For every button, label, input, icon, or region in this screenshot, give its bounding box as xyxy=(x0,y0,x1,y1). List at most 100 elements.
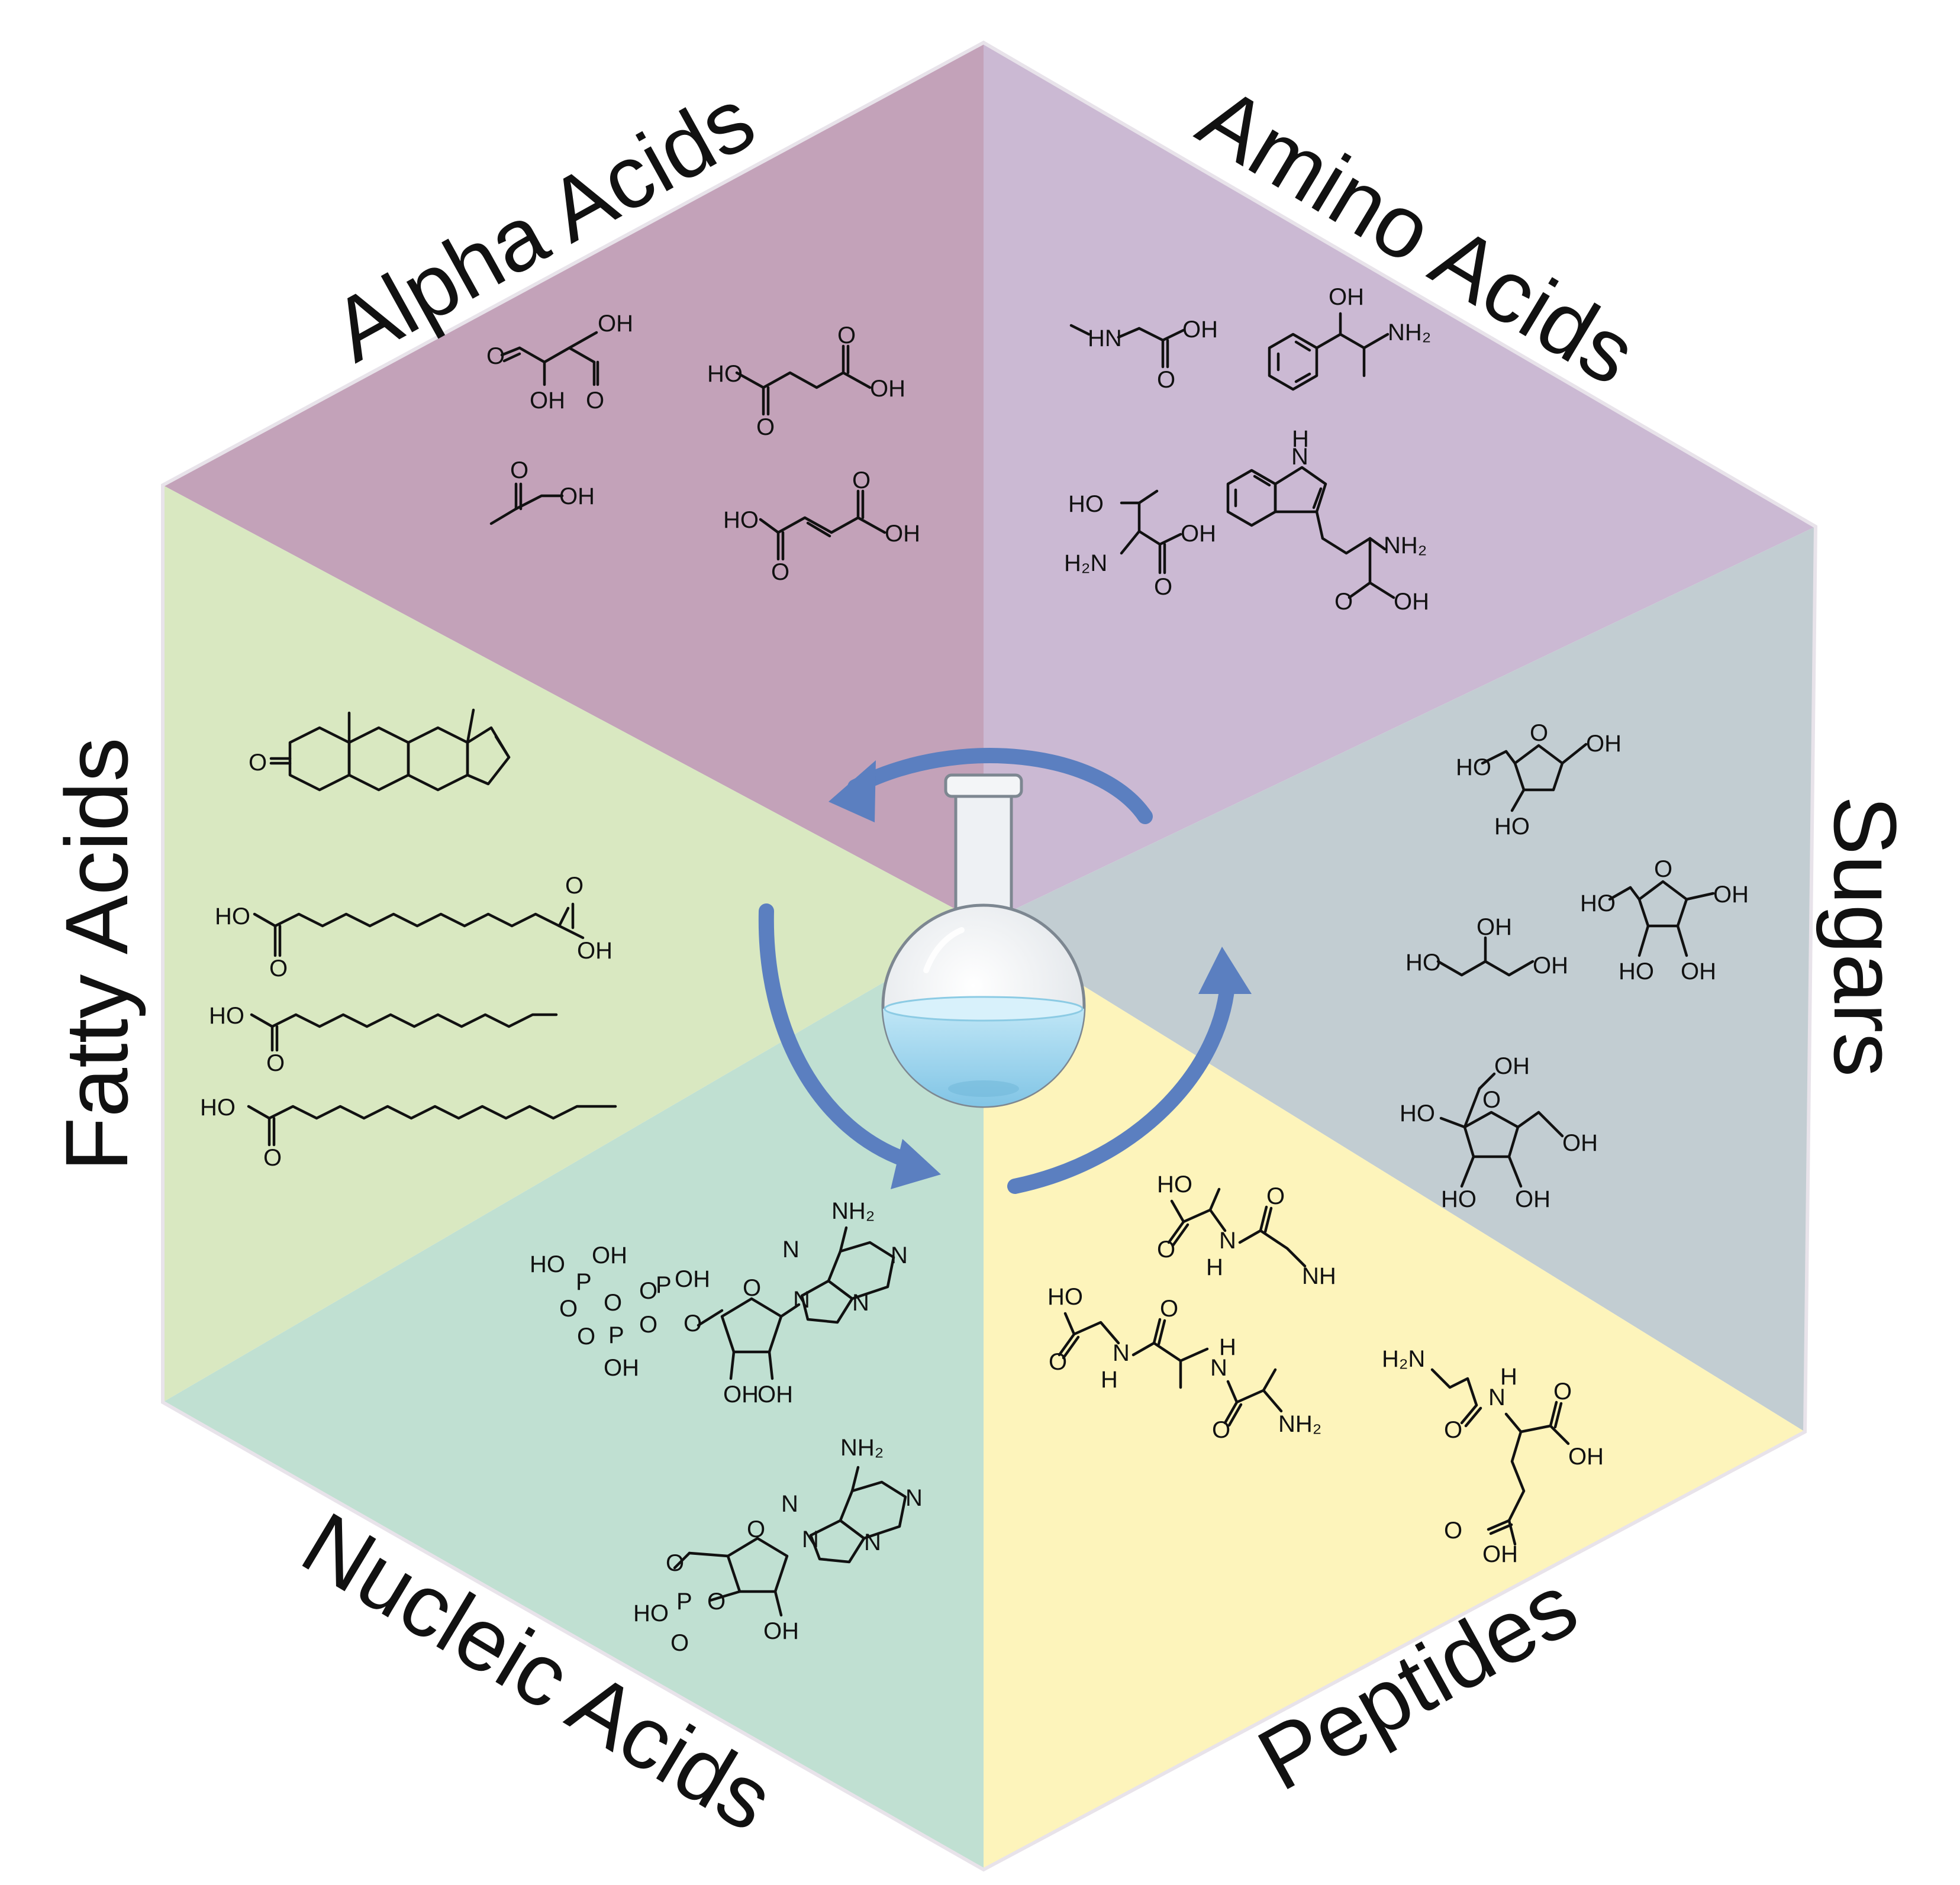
structure-atp-like: HO OH P O O P O OH P O O OH O O OH OH N … xyxy=(530,1198,908,1408)
svg-text:O: O xyxy=(510,457,528,483)
structure-sarcosine: HN O OH xyxy=(1069,317,1218,393)
svg-text:HO: HO xyxy=(1405,950,1441,976)
structure-malonic-acid: O OH O OH xyxy=(486,311,633,414)
svg-text:HO: HO xyxy=(723,507,759,533)
svg-text:O: O xyxy=(1334,589,1353,615)
svg-text:OH: OH xyxy=(1562,1130,1598,1156)
svg-text:HO: HO xyxy=(530,1251,565,1277)
svg-text:OH: OH xyxy=(763,1618,799,1644)
svg-text:NH₂: NH₂ xyxy=(831,1198,875,1224)
structure-succinic-acid: HO O O OH xyxy=(707,322,905,440)
svg-text:OH: OH xyxy=(1681,958,1716,985)
svg-text:NH₂: NH₂ xyxy=(1278,1411,1321,1437)
svg-text:O: O xyxy=(559,1296,578,1322)
svg-text:OH: OH xyxy=(577,938,612,964)
svg-text:O: O xyxy=(747,1516,765,1542)
svg-text:HO: HO xyxy=(1441,1186,1477,1212)
svg-text:N: N xyxy=(1219,1228,1236,1254)
structure-glycerol: HO OH OH xyxy=(1405,914,1568,979)
sector-sugars xyxy=(984,527,1816,1432)
svg-text:NH: NH xyxy=(1302,1263,1336,1289)
svg-text:O: O xyxy=(269,956,288,982)
svg-text:P: P xyxy=(608,1322,624,1348)
svg-text:OH: OH xyxy=(675,1266,710,1292)
svg-text:O: O xyxy=(1530,720,1548,746)
svg-text:O: O xyxy=(1049,1349,1067,1375)
svg-text:OH: OH xyxy=(1494,1053,1530,1079)
svg-text:OH: OH xyxy=(1586,731,1621,757)
svg-text:H: H xyxy=(1500,1364,1517,1390)
structure-gly-glu: H₂N O N H O OH O OH xyxy=(1382,1346,1604,1567)
svg-text:HO: HO xyxy=(1068,491,1104,517)
svg-text:OH: OH xyxy=(870,376,905,402)
svg-text:O: O xyxy=(586,388,604,414)
structure-fructose: O OH HO OH HO OH xyxy=(1400,1053,1598,1212)
svg-text:OH: OH xyxy=(1329,284,1364,310)
svg-text:O: O xyxy=(1157,1237,1175,1263)
svg-text:OH: OH xyxy=(1568,1444,1604,1470)
svg-text:HO: HO xyxy=(1580,890,1616,916)
svg-text:NH₂: NH₂ xyxy=(1388,319,1431,346)
curved-arrow-icon xyxy=(758,903,913,1167)
structure-fumaric-acid: HO O O OH xyxy=(723,467,920,585)
svg-text:N: N xyxy=(1113,1340,1130,1366)
svg-text:N: N xyxy=(1291,444,1308,470)
svg-text:OH: OH xyxy=(1515,1186,1550,1212)
svg-text:O: O xyxy=(1212,1417,1230,1443)
svg-text:O: O xyxy=(771,559,789,585)
svg-text:HO: HO xyxy=(1400,1100,1435,1127)
sector-amino-acids xyxy=(984,43,1816,924)
svg-text:OH: OH xyxy=(1181,521,1216,547)
section-label-sugars: Sugars xyxy=(1816,796,1915,1077)
svg-text:O: O xyxy=(577,1324,595,1350)
curved-arrow-icon xyxy=(847,748,1153,824)
svg-text:O: O xyxy=(1157,367,1175,393)
svg-text:N: N xyxy=(1210,1355,1227,1381)
svg-text:OH: OH xyxy=(1533,953,1568,979)
sector-alpha-acids xyxy=(163,43,984,924)
svg-text:HO: HO xyxy=(215,903,250,929)
svg-text:O: O xyxy=(604,1290,622,1316)
svg-text:OH: OH xyxy=(530,388,565,414)
curved-arrow-icon xyxy=(1007,969,1236,1194)
svg-text:H: H xyxy=(1101,1367,1118,1393)
structure-tryptophan: N H NH₂ O OH xyxy=(1226,426,1429,615)
svg-text:OH: OH xyxy=(885,521,920,547)
svg-text:HO: HO xyxy=(707,361,743,387)
svg-text:N: N xyxy=(891,1242,908,1268)
svg-text:O: O xyxy=(666,1550,684,1576)
svg-text:O: O xyxy=(1553,1379,1572,1405)
structure-deoxyribose: O HO OH HO xyxy=(1456,720,1621,840)
structure-phenylpropanolamine: OH NH₂ xyxy=(1268,284,1431,391)
svg-text:OH: OH xyxy=(598,311,633,337)
cycle-arrows xyxy=(758,748,1252,1194)
svg-text:HO: HO xyxy=(1456,754,1491,780)
svg-text:N: N xyxy=(864,1529,881,1555)
svg-text:OH: OH xyxy=(1477,914,1512,940)
structure-sebacic-acid: HO O O OH xyxy=(215,873,612,982)
svg-text:O: O xyxy=(670,1630,689,1656)
structure-cyclic-amp: N N N N NH₂ O O P O HO O OH xyxy=(633,1435,923,1656)
svg-text:HN: HN xyxy=(1088,325,1122,351)
svg-text:HO: HO xyxy=(1619,958,1654,985)
svg-text:N: N xyxy=(781,1491,798,1517)
svg-text:O: O xyxy=(1444,1417,1462,1443)
svg-text:O: O xyxy=(1654,856,1672,882)
svg-text:O: O xyxy=(639,1278,657,1304)
section-label-fatty-acids: Fatty Acids xyxy=(47,737,146,1171)
svg-text:HO: HO xyxy=(1157,1171,1192,1198)
svg-text:H: H xyxy=(1206,1254,1223,1280)
svg-text:P: P xyxy=(656,1272,672,1298)
structure-undecanoic-acid: HO O xyxy=(209,1003,558,1076)
svg-text:P: P xyxy=(676,1589,692,1615)
svg-text:HO: HO xyxy=(200,1095,236,1121)
svg-text:P: P xyxy=(576,1269,592,1295)
svg-text:NH₂: NH₂ xyxy=(840,1435,884,1461)
svg-text:O: O xyxy=(852,467,871,493)
svg-text:O: O xyxy=(266,1050,285,1076)
svg-text:OH: OH xyxy=(1182,317,1218,343)
svg-text:OH: OH xyxy=(1482,1541,1518,1567)
svg-text:O: O xyxy=(565,873,584,899)
sector-nucleic-acids xyxy=(163,924,984,1870)
